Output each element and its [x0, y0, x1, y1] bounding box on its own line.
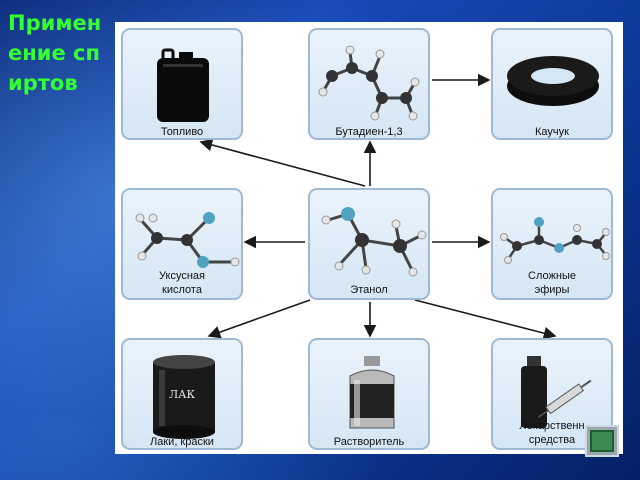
node-esters-label-2: эфиры	[534, 284, 570, 296]
fuel-canister-icon	[157, 48, 209, 122]
paint-can-text: ЛАК	[168, 388, 196, 401]
node-medicine-label-2: средства	[528, 434, 576, 446]
butadiene-molecule-icon	[318, 45, 420, 121]
ester-molecule-icon	[500, 217, 610, 264]
paint-can-icon	[153, 355, 215, 439]
node-rubber-label: Каучук	[535, 126, 569, 138]
tire-icon	[507, 56, 599, 106]
slide-title: Применение спиртов	[8, 11, 102, 95]
node-ethanol: Этанол	[308, 188, 430, 300]
node-acetic-acid-label-2: кислота	[162, 284, 202, 296]
node-acetic-acid-label-1: Уксусная	[159, 270, 205, 282]
node-solvent: Растворитель	[308, 338, 430, 450]
node-rubber: Каучук	[491, 28, 613, 140]
diagram-arrows	[199, 73, 557, 340]
node-esters: Сложные эфиры	[491, 188, 613, 300]
node-ethanol-label: Этанол	[350, 284, 388, 296]
node-varnish-label: Лаки, краски	[150, 436, 214, 448]
return-icon	[590, 430, 614, 452]
node-fuel: Топливо	[121, 28, 243, 140]
node-butadiene-label: Бутадиен-1,3	[335, 126, 403, 138]
acetic-acid-molecule-icon	[135, 212, 240, 268]
node-butadiene: Бутадиен-1,3	[308, 28, 430, 140]
solvent-bottle-icon	[349, 356, 395, 429]
node-acetic-acid: Уксусная кислота	[121, 188, 243, 300]
nav-return-button[interactable]	[585, 425, 619, 457]
node-medicine-label-1: Лекарственн	[519, 420, 585, 432]
node-solvent-label: Растворитель	[333, 436, 405, 448]
arrow-to-varnish	[207, 299, 311, 339]
medicine-bottle-syringe-icon	[521, 356, 592, 428]
node-varnish: ЛАК Лаки, краски	[121, 338, 243, 450]
node-fuel-label: Топливо	[160, 126, 204, 138]
node-esters-label-1: Сложные	[528, 270, 576, 282]
arrow-to-fuel	[199, 138, 366, 187]
arrow-to-medicine	[414, 299, 557, 340]
ethanol-molecule-icon	[321, 207, 427, 277]
diagram-panel: Топливо Бутадиен-1,3	[115, 22, 623, 454]
